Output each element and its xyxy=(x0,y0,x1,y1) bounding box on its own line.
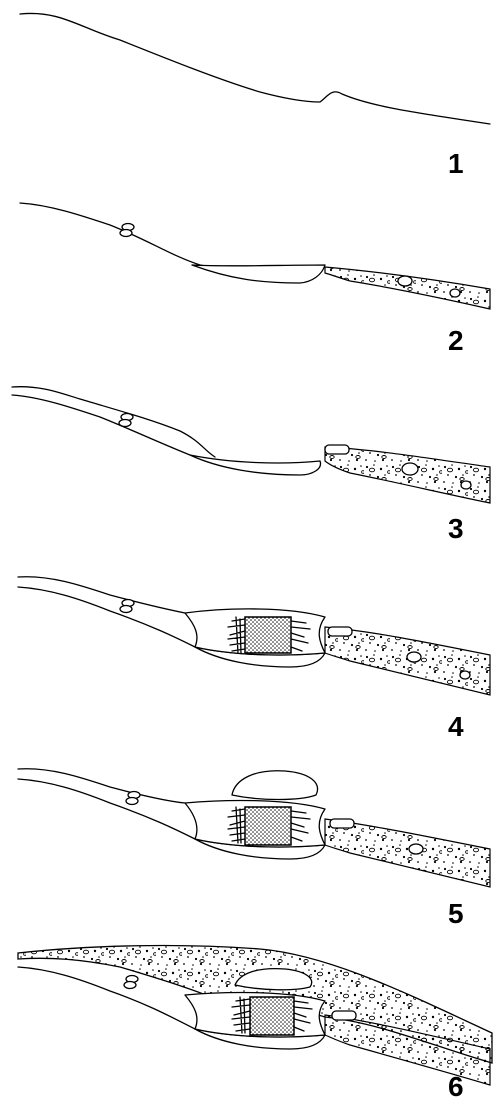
structure-block xyxy=(245,807,291,845)
panel-1: 1 xyxy=(0,0,496,185)
clast-icon xyxy=(460,671,470,679)
panel-6-drawing xyxy=(0,945,496,1106)
gravel-deposit xyxy=(325,267,490,309)
structure-block xyxy=(245,617,291,653)
cap-deposit xyxy=(232,771,318,800)
clast-icon xyxy=(407,652,421,662)
panel-label: 1 xyxy=(448,150,464,178)
panel-3-drawing xyxy=(0,375,496,565)
panel-5: 5 xyxy=(0,755,496,945)
slab-icon xyxy=(328,627,352,636)
gravel-deposit xyxy=(325,819,490,887)
clast-icon xyxy=(450,289,460,297)
structure-block xyxy=(250,997,294,1035)
panel-1-drawing xyxy=(0,0,496,185)
slab-icon xyxy=(330,819,354,828)
boulder-icon xyxy=(119,414,133,427)
depression-lens xyxy=(192,265,325,283)
panel-6: 6 xyxy=(0,945,496,1106)
boulder-icon xyxy=(120,600,134,613)
ground-surface-line xyxy=(18,577,215,647)
boulder-icon xyxy=(120,224,134,237)
panel-4: 4 xyxy=(0,565,496,755)
panel-label: 6 xyxy=(448,1073,464,1101)
boulder-icon xyxy=(126,792,140,805)
lower-slope-line xyxy=(18,587,195,647)
ground-surface-line xyxy=(20,203,320,271)
panel-5-drawing xyxy=(0,755,496,945)
clast-icon xyxy=(409,844,423,854)
boulder-icon xyxy=(124,976,138,989)
slab-icon xyxy=(325,445,349,454)
gravel-deposit xyxy=(325,627,490,695)
ground-surface-line xyxy=(20,13,490,124)
depression-lens xyxy=(190,455,320,475)
clast-icon xyxy=(461,481,471,489)
clast-icon xyxy=(402,463,418,475)
panel-2-drawing xyxy=(0,185,496,375)
panel-label: 4 xyxy=(448,713,464,741)
panel-3: 3 xyxy=(0,375,496,565)
panel-label: 5 xyxy=(448,900,464,928)
lower-slope-line xyxy=(18,779,195,839)
clast-icon xyxy=(398,276,412,286)
panel-label: 3 xyxy=(448,515,464,543)
panel-label: 2 xyxy=(448,327,464,355)
panel-2: 2 xyxy=(0,185,496,375)
slab-icon xyxy=(332,1011,356,1020)
panel-4-drawing xyxy=(0,565,496,755)
